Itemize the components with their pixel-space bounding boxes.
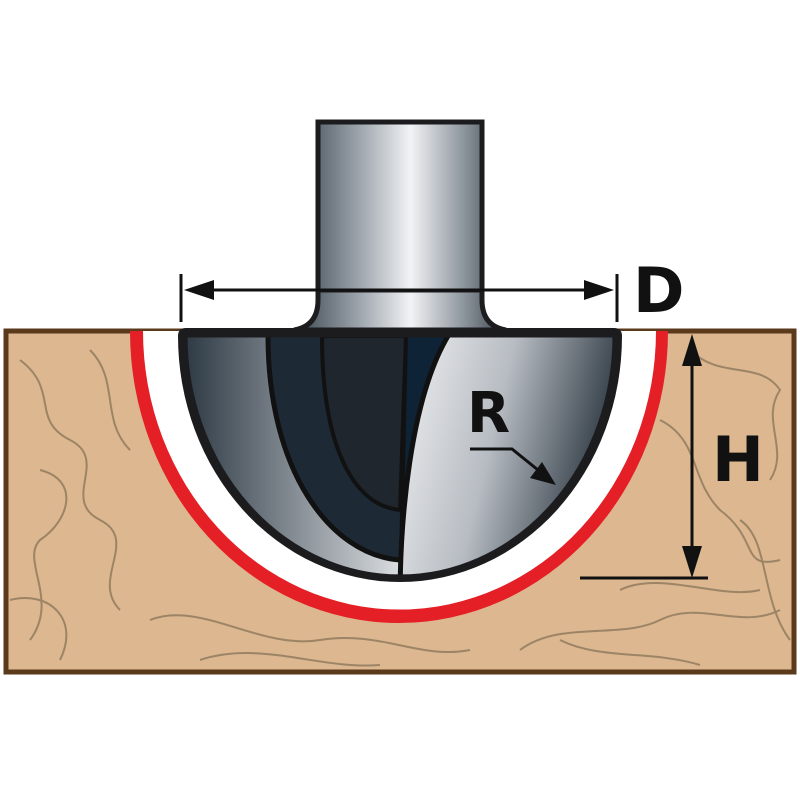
radius-arrow: [470, 447, 556, 485]
radius-label: R: [467, 381, 510, 446]
arrow-radius-icon: [530, 462, 556, 485]
wood-grain: [9, 349, 791, 667]
height-dimension: [580, 334, 708, 580]
arrow-right-icon: [584, 280, 614, 300]
diameter-dimension: [179, 274, 619, 322]
cutter-face-mid: [400, 336, 448, 576]
arrow-down-icon: [682, 546, 702, 578]
shank: [293, 119, 507, 333]
height-label: H: [712, 423, 764, 496]
diameter-label: D: [633, 254, 684, 327]
cutter-face-inner: [319, 336, 409, 513]
arrow-up-icon: [682, 334, 702, 366]
arrow-left-icon: [184, 280, 214, 300]
